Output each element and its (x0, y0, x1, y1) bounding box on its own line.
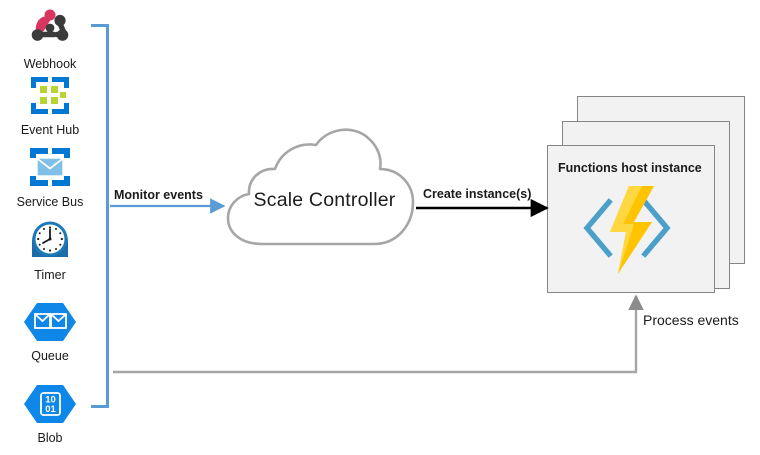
flow-label-create-instances: Create instance(s) (423, 187, 532, 201)
event-hub-icon (6, 70, 94, 122)
trigger-source-timer: Timer (6, 215, 94, 282)
trigger-label: Service Bus (16, 195, 84, 209)
trigger-source-event-hub: Event Hub (6, 70, 94, 137)
timer-icon (6, 215, 94, 267)
flow-label-monitor-events: Monitor events (114, 188, 203, 202)
svg-text:10: 10 (45, 395, 56, 406)
trigger-label: Timer (34, 268, 66, 282)
trigger-label: Queue (31, 349, 69, 363)
service-bus-icon (6, 142, 94, 194)
trigger-source-blob: 10 01 Blob (6, 378, 94, 445)
blob-icon: 10 01 (6, 378, 94, 430)
trigger-label: Webhook (23, 57, 77, 71)
flow-label-process-events: Process events (643, 312, 739, 328)
trigger-label: Event Hub (20, 123, 80, 137)
host-instance-label: Functions host instance (558, 161, 702, 175)
scale-controller-label: Scale Controller (253, 189, 396, 211)
trigger-label: Blob (37, 431, 63, 445)
trigger-source-webhook: Webhook (6, 4, 94, 71)
scale-controller-cloud-shape (222, 122, 427, 254)
trigger-source-queue: Queue (6, 296, 94, 363)
webhook-icon (6, 4, 94, 56)
azure-functions-logo (582, 184, 672, 276)
queue-icon (6, 296, 94, 348)
svg-text:01: 01 (45, 404, 56, 415)
trigger-group-bracket (91, 24, 109, 408)
trigger-source-service-bus: Service Bus (6, 142, 94, 209)
